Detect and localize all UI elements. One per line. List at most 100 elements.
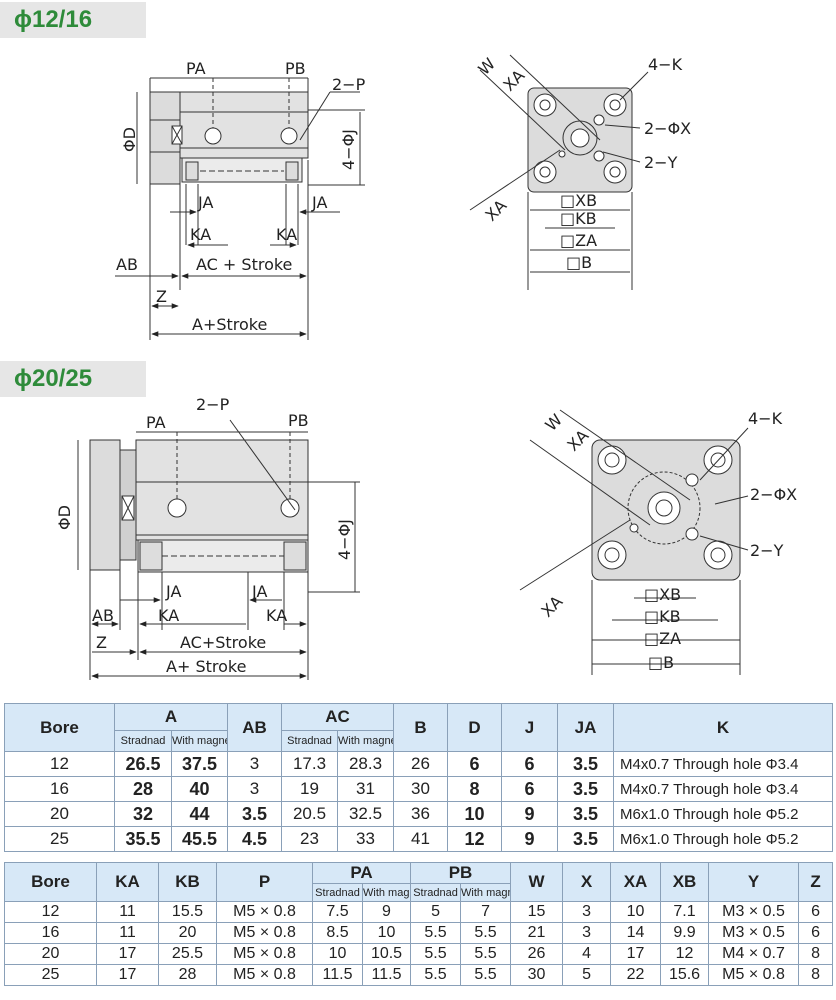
table-cell: 9 (361, 901, 412, 923)
col-ja: JA (557, 703, 614, 752)
col2-w: W (510, 862, 564, 902)
table-cell: 37.5 (171, 751, 228, 777)
label-kb: □KB (560, 209, 597, 228)
col2-kb: KB (158, 862, 217, 902)
table-cell: 12 (4, 901, 97, 923)
table-cell: 10.5 (361, 943, 412, 965)
table-cell: 32.5 (337, 801, 394, 827)
table-cell: 10 (312, 943, 363, 965)
port-a (204, 127, 222, 145)
guide-rods (181, 157, 303, 183)
table-cell: 4.5 (227, 826, 282, 852)
col2-z: Z (798, 862, 834, 902)
col2-x: X (562, 862, 612, 902)
diagram-20-25: PA 2−P PB ΦD 4−ΦJ JA JA AB KA KA Z AC+St… (55, 395, 797, 680)
table-cell: 17 (610, 943, 662, 965)
table-cell: 9 (501, 826, 558, 852)
label-ka-right-2: KA (266, 606, 287, 625)
label-xa-bottom-2: XA (537, 592, 566, 621)
table-cell: 6 (501, 776, 558, 802)
table-cell: 20 (158, 922, 217, 944)
table-cell: 31 (337, 776, 394, 802)
table-cell: 9 (501, 801, 558, 827)
table-cell: 30 (393, 776, 448, 802)
label-z: Z (156, 287, 167, 306)
table-cell: 7.5 (312, 901, 363, 923)
table-cell: 9.9 (660, 922, 710, 944)
table-cell: 36 (393, 801, 448, 827)
table-cell: 6 (798, 901, 834, 923)
table-cell: 5.5 (460, 922, 512, 944)
table-cell: 33 (337, 826, 394, 852)
col2-ka: KA (96, 862, 159, 902)
table-cell: 5.5 (410, 943, 462, 965)
table-cell: 25 (4, 826, 115, 852)
table-cell: 41 (393, 826, 448, 852)
spec-table-2: Bore KA KB P PA PB W X XA XB Y Z Stradna… (4, 862, 834, 986)
label-ja-right-2: JA (251, 582, 267, 601)
table-cell: 3 (227, 776, 282, 802)
spec-table-1: Bore A AB AC B D J JA K Stradnad With ma… (4, 703, 833, 852)
table-cell: 3.5 (557, 776, 614, 802)
table-cell: 28 (114, 776, 172, 802)
label-xa-top-2: XA (563, 426, 592, 455)
table-cell: 3.5 (557, 801, 614, 827)
label-k-2: 4−K (748, 409, 783, 428)
col-ac: AC (281, 703, 394, 731)
table-cell: 6 (501, 751, 558, 777)
label-pb: PB (285, 59, 306, 78)
table-cell: 21 (510, 922, 564, 944)
table-cell: M5 × 0.8 (216, 964, 313, 986)
col2-pa: PA (311, 862, 412, 884)
table-cell: 16 (4, 776, 115, 802)
table-cell: 26 (393, 751, 448, 777)
label-pb-2: PB (288, 411, 309, 430)
cylinder-body (179, 91, 309, 159)
col-ac-std: Stradnad (281, 730, 338, 752)
col2-p: P (216, 862, 313, 902)
label-x: 2−ΦX (644, 119, 691, 138)
table-cell: 11.5 (361, 964, 412, 986)
label-ab: AB (116, 255, 138, 274)
table-cell: 11.5 (312, 964, 363, 986)
table-cell: 26.5 (114, 751, 172, 777)
label-xa-top: XA (499, 66, 528, 95)
label-a-2: A+ Stroke (166, 657, 246, 676)
table-cell: 17 (96, 964, 159, 986)
label-pa: PA (186, 59, 206, 78)
table-cell: M3 × 0.5 (708, 922, 800, 944)
table-cell: 8.5 (312, 922, 363, 944)
table-cell: 35.5 (114, 826, 172, 852)
table-cell: M6x1.0 Through hole Φ5.2 (613, 826, 833, 852)
col2-bore: Bore (4, 862, 97, 902)
table-cell: 10 (447, 801, 502, 827)
table-cell: 5.5 (460, 943, 512, 965)
label-j: 4−ΦJ (339, 129, 358, 170)
col-b: B (393, 703, 448, 752)
table-cell: 12 (660, 943, 710, 965)
table-cell: M5 × 0.8 (216, 943, 313, 965)
table-cell: 25 (4, 964, 97, 986)
col-bore: Bore (4, 703, 115, 752)
table-cell: 4 (562, 943, 612, 965)
label-ac-2: AC+Stroke (180, 633, 266, 652)
table-cell: 15.5 (158, 901, 217, 923)
table-cell: 15.6 (660, 964, 710, 986)
label-b-2: □B (648, 653, 674, 672)
table-cell: 45.5 (171, 826, 228, 852)
table-cell: M4x0.7 Through hole Φ3.4 (613, 776, 833, 802)
table-cell: 25.5 (158, 943, 217, 965)
table-cell: M5 × 0.8 (708, 964, 800, 986)
table-cell: M5 × 0.8 (216, 922, 313, 944)
label-ka-left: KA (190, 225, 211, 244)
col-a: A (114, 703, 228, 731)
label-k: 4−K (648, 55, 683, 74)
label-w: W (474, 54, 499, 79)
label-b: □B (566, 253, 592, 272)
